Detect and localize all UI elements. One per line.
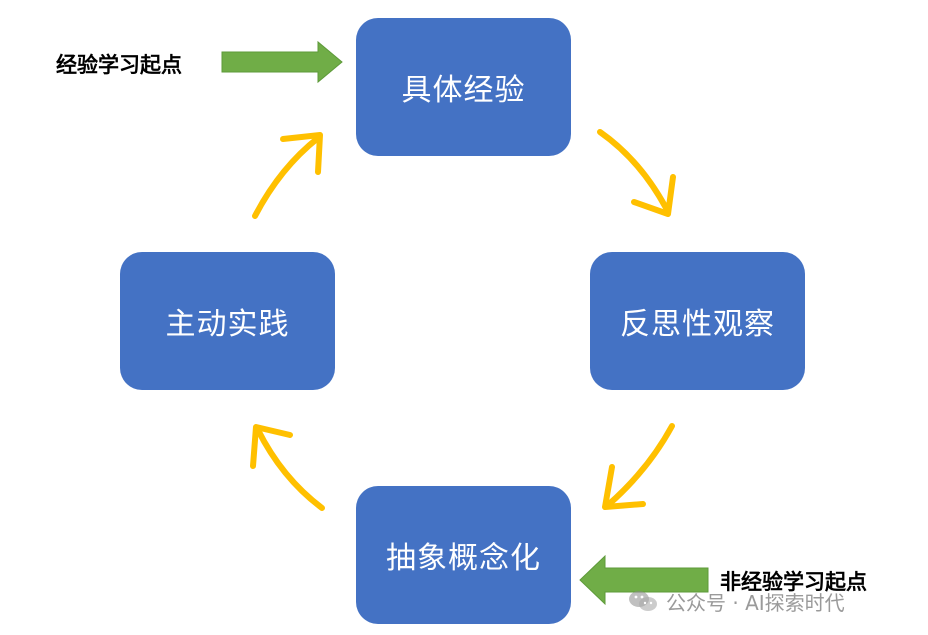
node-active-experimentation-label: 主动实践: [165, 307, 290, 342]
experiential-start-arrow: [221, 40, 343, 84]
wechat-icon: [629, 591, 657, 611]
cycle-arrow-right-bottom: [602, 423, 675, 510]
watermark: 公众号 · AI探索时代: [628, 588, 845, 615]
cycle-arrow-bottom-left: [250, 424, 325, 511]
non-experiential-start-label: 非经验学习起点: [720, 570, 867, 594]
experiential-start-label: 经验学习起点: [56, 53, 182, 77]
node-active-experimentation: 主动实践: [120, 252, 335, 390]
node-abstract-conceptualization: 抽象概念化: [356, 486, 571, 624]
cycle-arrow-left-top: [252, 132, 323, 219]
node-concrete-experience: 具体经验: [356, 18, 571, 156]
cycle-arrow-top-right: [597, 129, 676, 217]
node-reflective-observation-label: 反思性观察: [620, 307, 775, 342]
non-experiential-start-arrow: [579, 554, 709, 606]
node-reflective-observation: 反思性观察: [590, 252, 805, 390]
node-concrete-experience-label: 具体经验: [401, 73, 526, 108]
node-abstract-conceptualization-label: 抽象概念化: [386, 541, 541, 576]
watermark-text: 公众号 · AI探索时代: [666, 590, 845, 615]
